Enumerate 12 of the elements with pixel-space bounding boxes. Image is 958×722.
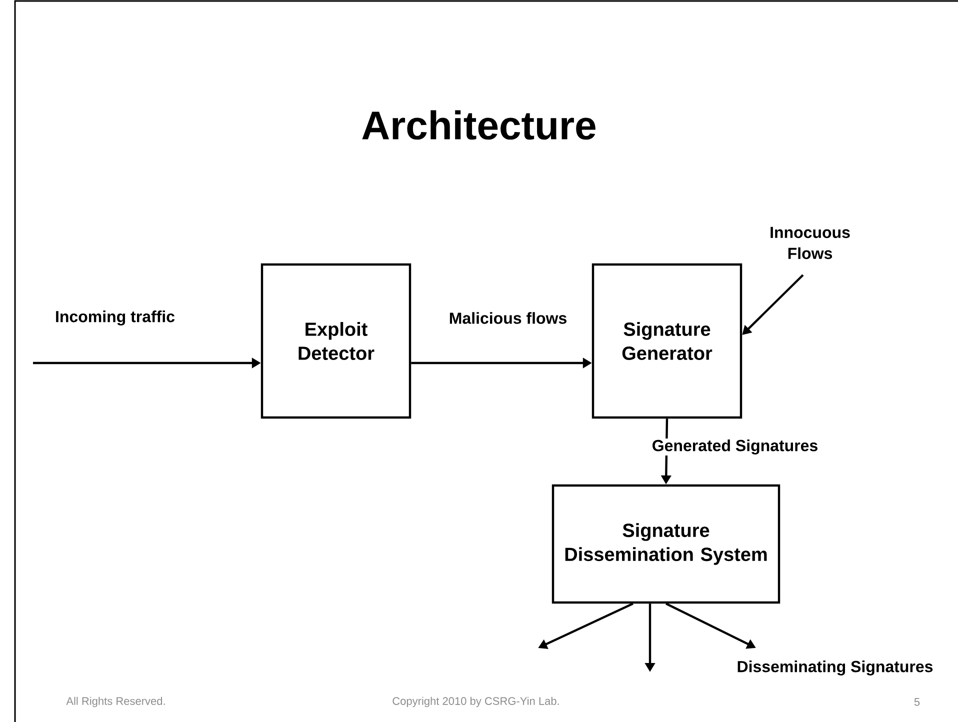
edge-label: Incoming traffic	[54, 310, 176, 326]
footer-text: 5	[914, 698, 920, 706]
flow-label: Innocuous Flows	[770, 226, 850, 260]
slide-title: Architecture	[362, 110, 596, 140]
edge-label: Malicious flows	[448, 311, 568, 325]
edge-label: Disseminating Signatures	[736, 660, 934, 676]
process-box: Signature Generator	[592, 263, 742, 419]
process-box: Exploit Detector	[260, 263, 412, 419]
footer-text: All Rights Reserved.	[66, 696, 165, 708]
edge-label: Generated Signatures	[650, 438, 820, 456]
process-box: Signature Dissemination System	[552, 484, 780, 604]
footer-text: Copyright 2010 by CSRG-Yin Lab.	[392, 696, 559, 708]
